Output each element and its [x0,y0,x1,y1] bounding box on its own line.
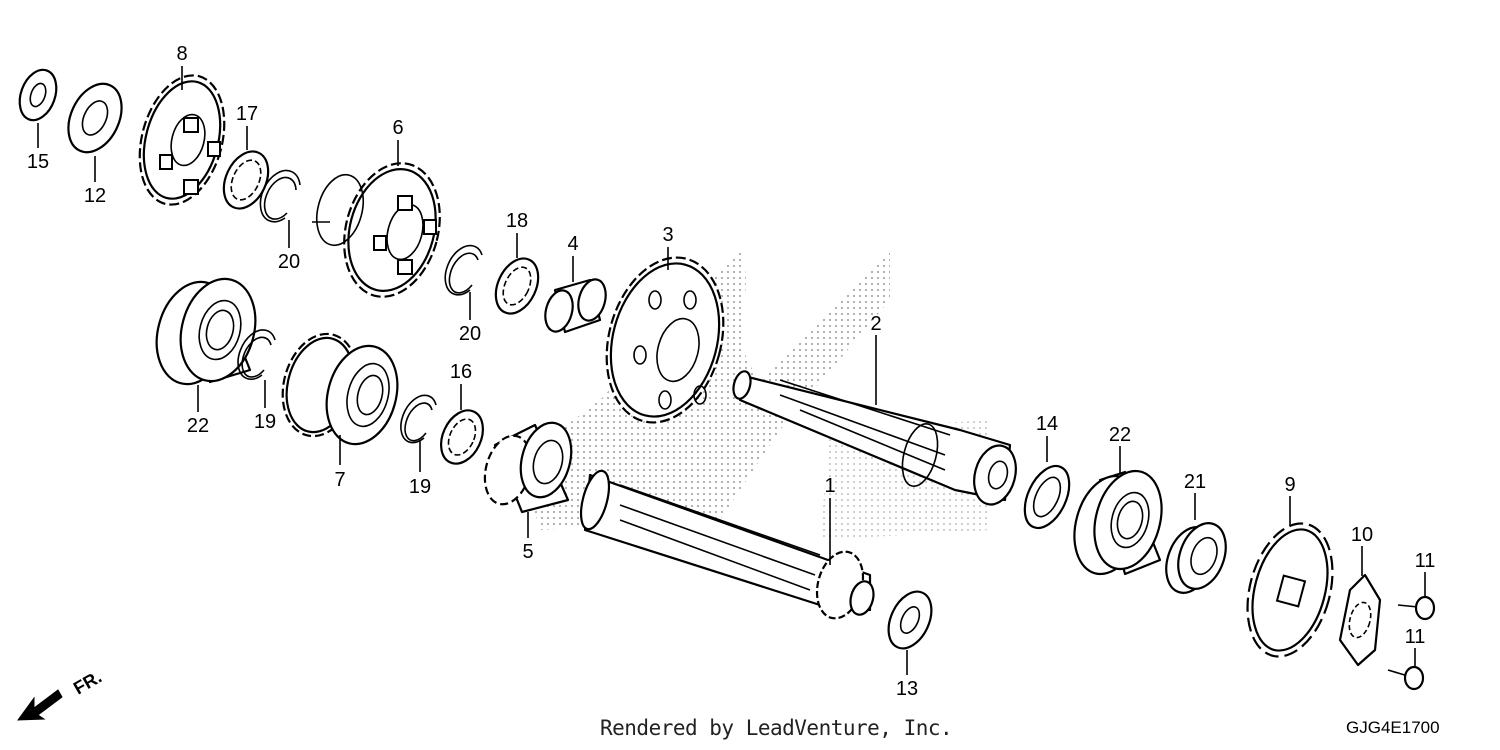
label-8: 8 [176,43,187,65]
sprocket-9[interactable] [1234,514,1346,666]
shaft-1[interactable] [576,468,877,624]
label-19-right: 19 [409,476,431,498]
bolt-11-lower[interactable] [1387,665,1425,691]
label-15: 15 [27,151,49,173]
gear-8[interactable] [126,66,237,214]
diagram-code: GJG4E1700 [1346,718,1440,737]
label-11-upper: 11 [1415,550,1436,572]
label-13: 13 [896,678,918,700]
label-7: 7 [334,469,345,491]
label-17: 17 [236,103,258,125]
washer-14[interactable] [1016,459,1078,535]
label-12: 12 [84,185,106,207]
label-9: 9 [1284,474,1295,496]
label-5: 5 [522,541,533,563]
label-1: 1 [824,475,835,497]
circlip-19-left[interactable] [237,329,276,380]
front-direction-arrow: FR. [16,667,105,721]
splined-washer-16[interactable] [433,404,491,471]
label-10: 10 [1351,524,1373,546]
label-20-upper: 20 [278,251,300,273]
bushing-4[interactable] [541,276,610,334]
plate-10[interactable] [1338,573,1382,667]
oil-seal-21[interactable] [1158,517,1235,600]
bearing-22-right[interactable] [1064,463,1172,581]
washer-15[interactable] [13,65,63,125]
label-22-right: 22 [1109,424,1131,446]
shaft-2[interactable] [731,369,1022,509]
label-2: 2 [870,313,881,335]
label-11-lower: 11 [1405,626,1426,648]
label-18: 18 [506,210,528,232]
gear-5[interactable] [478,417,579,514]
label-22-left: 22 [187,415,209,437]
label-21: 21 [1184,471,1206,493]
washer-12[interactable] [58,75,132,161]
circlip-20-upper[interactable] [259,169,301,223]
label-3: 3 [662,224,673,246]
footer-credit: Rendered by LeadVenture, Inc. [600,716,953,740]
circlip-20-lower[interactable] [444,244,483,296]
label-6: 6 [392,117,403,139]
bearing-22-left[interactable] [146,270,266,392]
splined-washer-17[interactable] [215,144,277,215]
circlip-19-right[interactable] [400,394,437,444]
label-16: 16 [450,361,472,383]
label-14: 14 [1036,413,1058,435]
washer-13[interactable] [880,585,940,655]
label-19-left: 19 [254,411,276,433]
direction-label: FR. [70,667,105,699]
splined-washer-18[interactable] [488,252,547,321]
bolt-11-upper[interactable] [1397,595,1436,621]
part-labels: 15 12 8 17 20 6 20 18 4 3 2 22 19 7 19 1… [27,43,1436,700]
label-20-lower: 20 [459,323,481,345]
gear-3[interactable] [589,244,741,435]
gear-7[interactable] [272,325,408,452]
leader-lines [37,66,1426,675]
gear-6[interactable] [309,152,454,307]
label-4: 4 [567,233,578,255]
